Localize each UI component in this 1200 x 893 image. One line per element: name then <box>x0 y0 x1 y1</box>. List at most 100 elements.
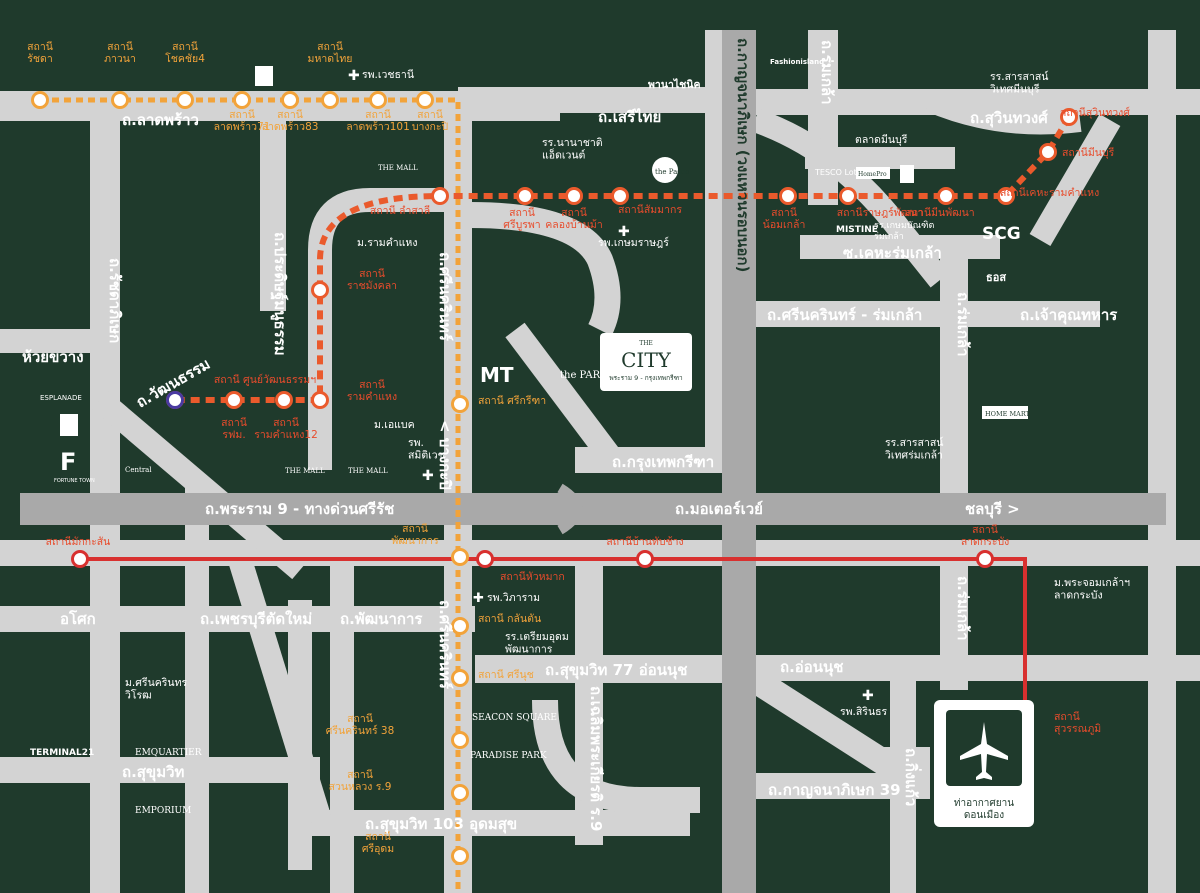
expressway-rama9 <box>20 493 1166 525</box>
road-label: พานาไชนิค <box>648 78 701 91</box>
station-label: สถานีสัมมากร <box>618 203 682 216</box>
brand-seacon: SEACON SQUARE <box>472 713 557 723</box>
road-label: ถ.ลาดพร้าว <box>122 111 199 129</box>
station-label: สถานีสุวินทวงศ์ <box>1060 106 1130 119</box>
station-label: สถานีเคหะรามคำแหง <box>1000 186 1099 199</box>
station-label: สถานีบ้านทับช้าง <box>606 535 683 548</box>
brand-tesco: TESCO Lotus <box>814 168 866 177</box>
red-line <box>80 557 1027 722</box>
station-marker <box>451 617 469 635</box>
station-label: สถานีศรีอุดม <box>362 830 394 855</box>
purple-line-station-marker <box>166 391 184 409</box>
station-marker <box>311 391 329 409</box>
place-label: ม.พระจอมเกล้าฯลาดกระบัง <box>1054 577 1130 602</box>
station-label: สถานีรามคำแหง <box>347 378 397 403</box>
station-label: สถานีภาวนา <box>104 40 136 65</box>
road-label: < บางกะปิ <box>436 420 454 490</box>
expressway-outer-ring <box>722 30 756 893</box>
homepro-icon <box>856 167 890 179</box>
road-label: ถ.ร่มเกล้า <box>954 576 972 641</box>
station-marker <box>997 187 1015 205</box>
station-marker <box>451 395 469 413</box>
station-label: สถานีคลองบ้านม้า <box>545 206 602 231</box>
station-marker <box>233 91 251 109</box>
project-logo-subtitle: พระราม 9 - กรุงเทพกรีฑา <box>609 374 683 382</box>
brands: Fashionisland THE MALL THE MALL THE MALL… <box>30 58 1031 816</box>
place-label: ม.เอแบค <box>374 419 415 431</box>
road-label: ถ.ศรีนครินทร์ <box>436 252 454 342</box>
road-label: ถ.อ่อนนุช <box>780 658 844 677</box>
airport: ท่าอากาศยานดอนเมือง <box>934 700 1034 827</box>
station-label: สถานีสวนหลวง ร.9 <box>329 768 392 793</box>
place-label: ม.รามคำแหง <box>357 237 417 249</box>
road-label: ถ.สุขุมวิท <box>122 763 185 782</box>
rail-lines <box>40 97 1072 893</box>
road-label: ถ.ประดิษฐ์มนูธรรม <box>270 232 289 356</box>
brand-tos: ธอส <box>986 271 1006 284</box>
project-logo: THE CITY พระราม 9 - กรุงเทพกรีฑา <box>600 333 692 391</box>
fortune-f-icon: F <box>60 448 76 476</box>
places: รพ.เวชธานี ✚ รร.สารสาสน์วิเทศมีนบุรี รร.… <box>125 68 1130 718</box>
purple-line-stations <box>166 391 184 409</box>
station-marker <box>611 187 629 205</box>
station-label: สถานีศรีนครินทร์ 38 <box>326 712 395 737</box>
brand-mistine: MISTINE <box>836 225 878 235</box>
mall-icon <box>900 165 914 183</box>
project-logo-name: CITY <box>621 348 672 372</box>
vertical-road-labels: ถ.กาญจนาภิเษก (วงแหวนรอบนอก) ถ.ร่มเกล้า … <box>106 38 972 831</box>
station-label: สถานีมักกะสัน <box>46 535 111 548</box>
brand-homepro: HomePro <box>858 171 887 178</box>
hospital-icon: ✚ <box>422 468 434 484</box>
station-marker <box>1060 108 1078 126</box>
station-label: สถานีราษฎร์พัฒนา <box>837 206 923 219</box>
hospital-icon: ✚ <box>473 591 484 606</box>
station-marker <box>976 550 994 568</box>
hospital-icon: ✚ <box>618 224 630 240</box>
place-label: ตลาดมีนบุรี <box>855 133 908 146</box>
brand-central: Central <box>125 466 152 474</box>
station-marker <box>31 91 49 109</box>
road-label: ถ.กรุงเทพกรีฑา <box>612 453 714 472</box>
station-marker <box>431 187 449 205</box>
orange-line-stations: สถานีสุวินทวงศ์สถานีมีนบุรีสถานีเคหะรามค… <box>166 106 1130 441</box>
station-marker <box>176 91 194 109</box>
hospital-icon: ✚ <box>862 688 874 704</box>
yellow-line-stations: สถานีรัชดาสถานีภาวนาสถานีโชคชัย4สถานีลาด… <box>27 40 546 865</box>
mall-icon <box>60 414 78 436</box>
station-label: สถานี ศูนย์วัฒนธรรมฯ <box>214 373 316 386</box>
brand-emporium: EMPORIUM <box>135 806 191 816</box>
station-label: สถานีลาดพร้าว71 <box>214 108 271 133</box>
station-marker <box>451 548 469 566</box>
road-label: ถ.มอเตอร์เวย์ <box>675 500 763 518</box>
brand-fashion-island: Fashionisland <box>770 58 824 66</box>
station-marker <box>71 550 89 568</box>
brand-terminal21: TERMINAL21 <box>30 748 94 758</box>
place-label: รร.เกษมบัณฑิตร่มเกล้า <box>874 220 934 242</box>
road-label: ถ.ศรีนครินทร์ - ร่มเกล้า <box>767 306 922 324</box>
brand-the-park: the PARK <box>560 370 608 381</box>
station-marker <box>451 731 469 749</box>
expressway-ramp <box>557 483 583 535</box>
brand-esplanade: ESPLANADE <box>40 394 82 402</box>
station-label: สถานี ศรีนุช <box>478 668 534 681</box>
brand-the-mall: THE MALL <box>285 467 325 475</box>
station-marker <box>225 391 243 409</box>
place-label: รพ.เกษมราษฎร์ <box>598 236 669 249</box>
home-mart-icon <box>982 406 1028 419</box>
station-label: สถานีราชมังคลา <box>347 267 397 292</box>
road-label: ถ.เฉลิมพระเกียรติ ร.9 <box>587 686 605 831</box>
station-label: สถานีมีนพัฒนา <box>905 206 974 219</box>
station-label: สถานีลาดกระบัง <box>961 523 1010 548</box>
airport-label: ท่าอากาศยานดอนเมือง <box>954 798 1014 821</box>
station-label: สถานี ศรีกรีฑา <box>478 394 546 407</box>
road-label: ถ.กาญจนาภิเษก (วงแหวนรอบนอก) <box>734 38 752 272</box>
road-labels: ถ.ลาดพร้าว ถ.เสรีไทย พานาไชนิค ถ.สุวินทว… <box>22 78 1118 834</box>
road-label: ถ.เจ้าคุณทหาร <box>1020 306 1118 325</box>
station-marker <box>416 91 434 109</box>
road-label: ห้วยขวาง <box>22 348 84 366</box>
station-label: สถานี กลันตัน <box>478 612 541 625</box>
brand-the-mall: THE MALL <box>348 467 388 475</box>
station-marker <box>281 91 299 109</box>
road-label: ถ.พระราม 9 - ทางด่วนศรีรัช <box>205 500 394 518</box>
station-marker <box>636 550 654 568</box>
